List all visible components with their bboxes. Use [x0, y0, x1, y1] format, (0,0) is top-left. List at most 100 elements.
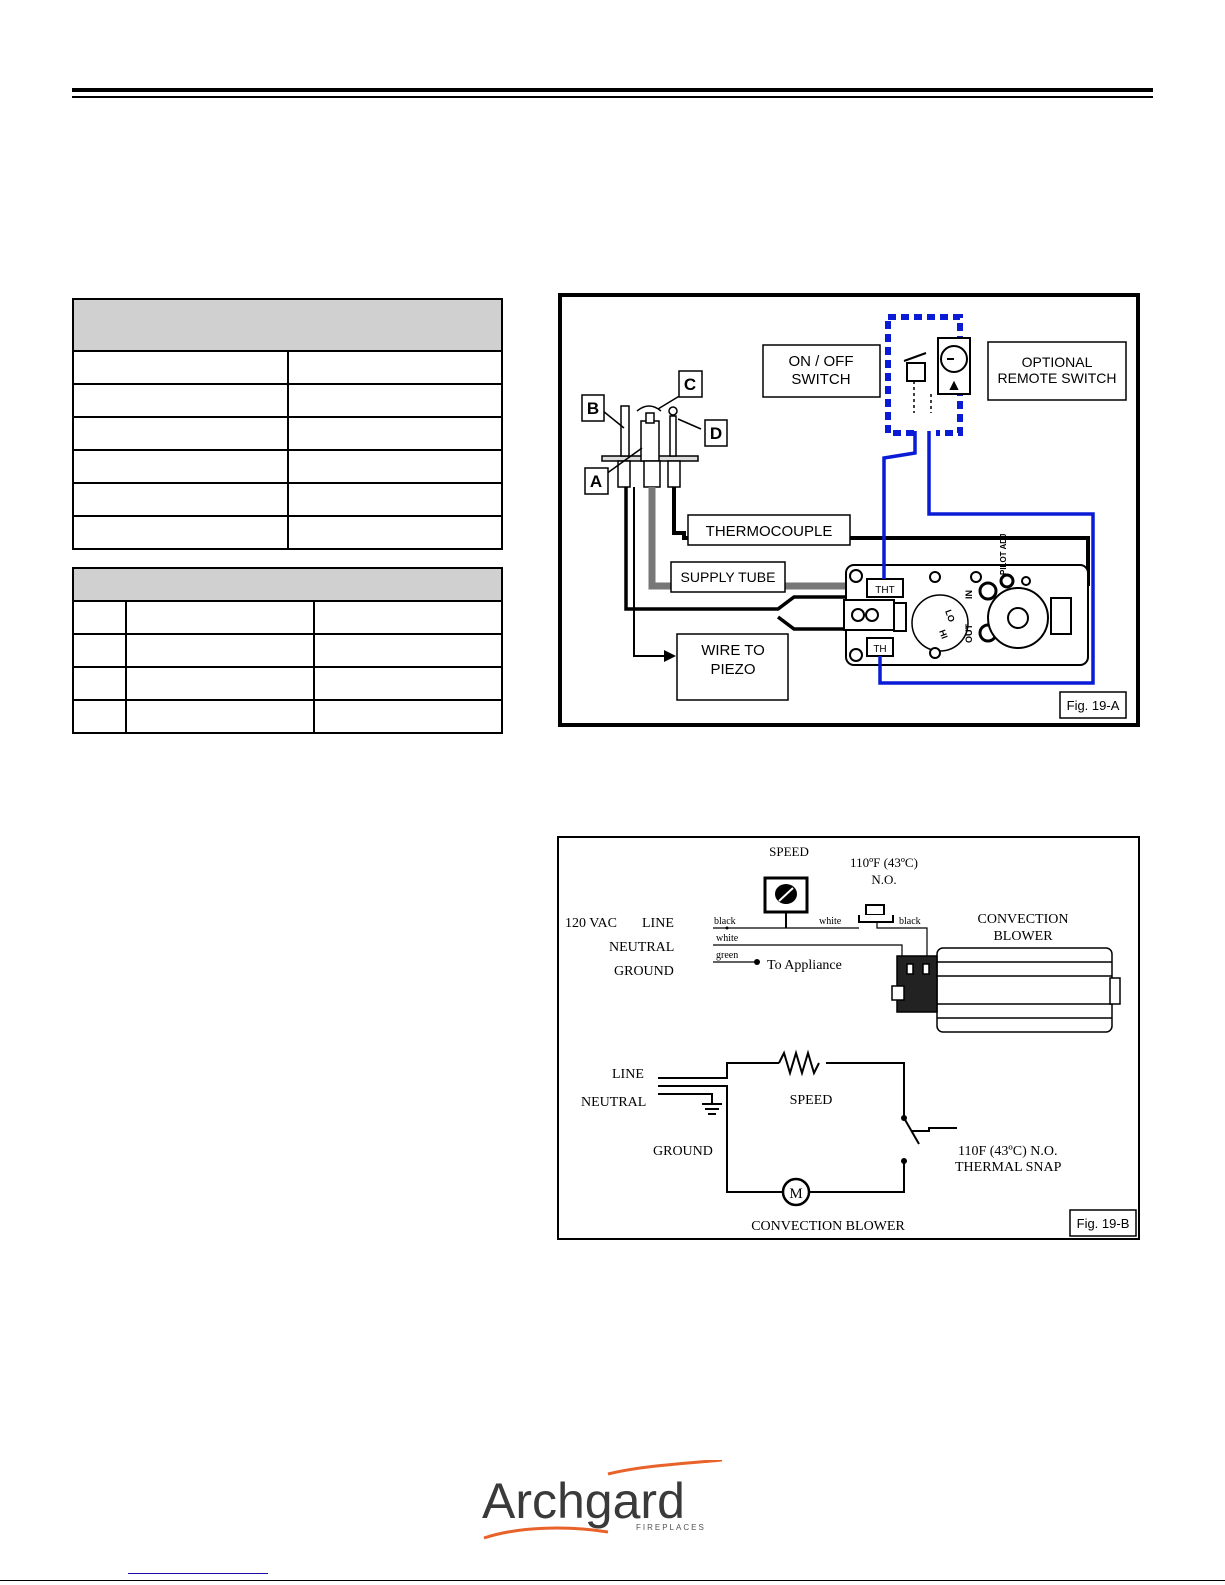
table-cell — [125, 633, 315, 668]
table-header — [72, 298, 503, 352]
table-row — [72, 633, 504, 668]
svg-text:REMOTE SWITCH: REMOTE SWITCH — [998, 370, 1117, 386]
svg-text:CONVECTION: CONVECTION — [978, 912, 1069, 927]
table-cell — [312, 666, 504, 701]
pilot-label-a: A — [584, 467, 609, 495]
wire-black-label-1: black — [714, 916, 736, 927]
schematic-neutral-label: NEUTRAL — [581, 1095, 646, 1110]
table-row — [72, 383, 503, 418]
speed-control-icon — [763, 876, 809, 928]
logo-wordmark: Archgard — [482, 1473, 685, 1529]
logo-swoosh-top — [607, 1458, 723, 1476]
supply-wires — [713, 922, 928, 963]
on-off-switch-icon — [903, 352, 927, 413]
svg-text:Fig. 19-A: Fig. 19-A — [1067, 698, 1120, 713]
table-row — [72, 666, 504, 701]
svg-text:THERMAL SNAP: THERMAL SNAP — [955, 1160, 1062, 1175]
svg-text:C: C — [684, 375, 696, 394]
table-cell — [125, 666, 315, 701]
svg-text:BLOWER: BLOWER — [993, 929, 1053, 944]
blue-wiring — [878, 431, 1095, 685]
table-cell — [72, 699, 127, 734]
svg-text:B: B — [587, 399, 599, 418]
fig-19a-label: Fig. 19-A — [1059, 691, 1127, 719]
table-cell — [72, 383, 289, 418]
supply-tube-box: SUPPLY TUBE — [670, 561, 786, 593]
to-appliance-dot — [754, 959, 760, 965]
schematic-blower-label: CONVECTION BLOWER — [751, 1219, 905, 1234]
table-cell — [125, 699, 315, 734]
valve-th-terminal: TH — [866, 637, 894, 657]
logo-swoosh-bottom — [483, 1526, 609, 1540]
piezo-wire-lower — [776, 615, 848, 631]
ground-label: GROUND — [614, 964, 674, 979]
table-row — [72, 515, 503, 550]
optional-remote-switch-box: OPTIONAL REMOTE SWITCH — [987, 341, 1127, 401]
pilot-assembly — [601, 405, 699, 488]
pilot-label-d: D — [704, 419, 728, 447]
vac-label: 120 VAC — [565, 916, 617, 931]
piezo-wire — [624, 487, 848, 611]
table-cell — [72, 350, 289, 385]
valve-lo-label: LO — [943, 608, 957, 623]
table-row — [72, 449, 503, 484]
table-cell — [72, 633, 127, 668]
table-cell — [287, 350, 503, 385]
thermal-snap-icon — [858, 904, 894, 923]
remote-switch-icon — [930, 337, 971, 413]
svg-text:SWITCH: SWITCH — [791, 371, 850, 388]
table-cell — [312, 699, 504, 734]
svg-text:TH: TH — [873, 644, 886, 655]
wire-white-label-2: white — [819, 916, 842, 927]
table-cell — [312, 633, 504, 668]
table-cell — [72, 666, 127, 701]
spec-table-1 — [72, 298, 503, 550]
table-cell — [72, 600, 127, 635]
blower-drawing — [891, 947, 1121, 1033]
svg-text:ON / OFF: ON / OFF — [789, 353, 854, 370]
schematic-speed-label: SPEED — [790, 1093, 833, 1108]
svg-text:110F (43ºC) N.O.: 110F (43ºC) N.O. — [958, 1144, 1058, 1159]
svg-text:THERMOCOUPLE: THERMOCOUPLE — [706, 523, 833, 540]
table-cell — [287, 449, 503, 484]
svg-text:M: M — [789, 1186, 802, 1202]
pilot-label-b: B — [581, 394, 605, 422]
schematic-ground-label: GROUND — [653, 1144, 713, 1159]
valve-pilot-adj-label: PILOT ADJ — [999, 534, 1008, 575]
svg-text:SUPPLY TUBE: SUPPLY TUBE — [681, 569, 776, 585]
table-header — [71, 567, 504, 602]
valve-tht-terminal: THT — [866, 578, 904, 598]
figure-19a: B C D A THT — [558, 293, 1140, 727]
figure-frame — [557, 836, 1140, 1240]
table-row — [72, 482, 503, 517]
table-cell — [72, 515, 289, 550]
motor-symbol: M — [781, 1177, 811, 1207]
valve-in-label: IN — [964, 590, 974, 599]
valve-out-label: OUT — [964, 624, 974, 644]
svg-text:WIRE TO: WIRE TO — [701, 642, 765, 659]
logo-subtext: FIREPLACES — [636, 1523, 706, 1532]
wire-black-label-2: black — [899, 916, 921, 927]
header-rule-thin — [72, 96, 1153, 98]
table-cell — [287, 383, 503, 418]
figure-19b-diagram: SPEED 110ºF (43ºC) N.O. 120 VAC LINE NEU… — [557, 836, 1140, 1240]
footer-link-underline[interactable] — [128, 1573, 268, 1574]
svg-text:OPTIONAL: OPTIONAL — [1022, 354, 1093, 370]
table-cell — [287, 515, 503, 550]
header-rule-thick — [72, 88, 1153, 92]
piezo-arrowhead — [664, 650, 676, 662]
to-appliance-label: To Appliance — [767, 958, 842, 973]
temp-no-label: 110ºF (43ºC) N.O. — [850, 855, 918, 887]
piezo-lead — [633, 487, 664, 657]
archgard-logo: Archgard FIREPLACES — [480, 1458, 740, 1550]
table-row — [72, 600, 504, 635]
thermocouple-box: THERMOCOUPLE — [687, 514, 851, 546]
table-cell — [287, 482, 503, 517]
thermocouple-wire — [672, 487, 1090, 586]
figure-19a-diagram: B C D A THT — [558, 293, 1140, 727]
speed-control-label: SPEED — [769, 844, 809, 859]
table-cell — [125, 600, 315, 635]
table-cell — [287, 416, 503, 451]
spec-table-2 — [71, 567, 504, 734]
neutral-label: NEUTRAL — [609, 940, 674, 955]
